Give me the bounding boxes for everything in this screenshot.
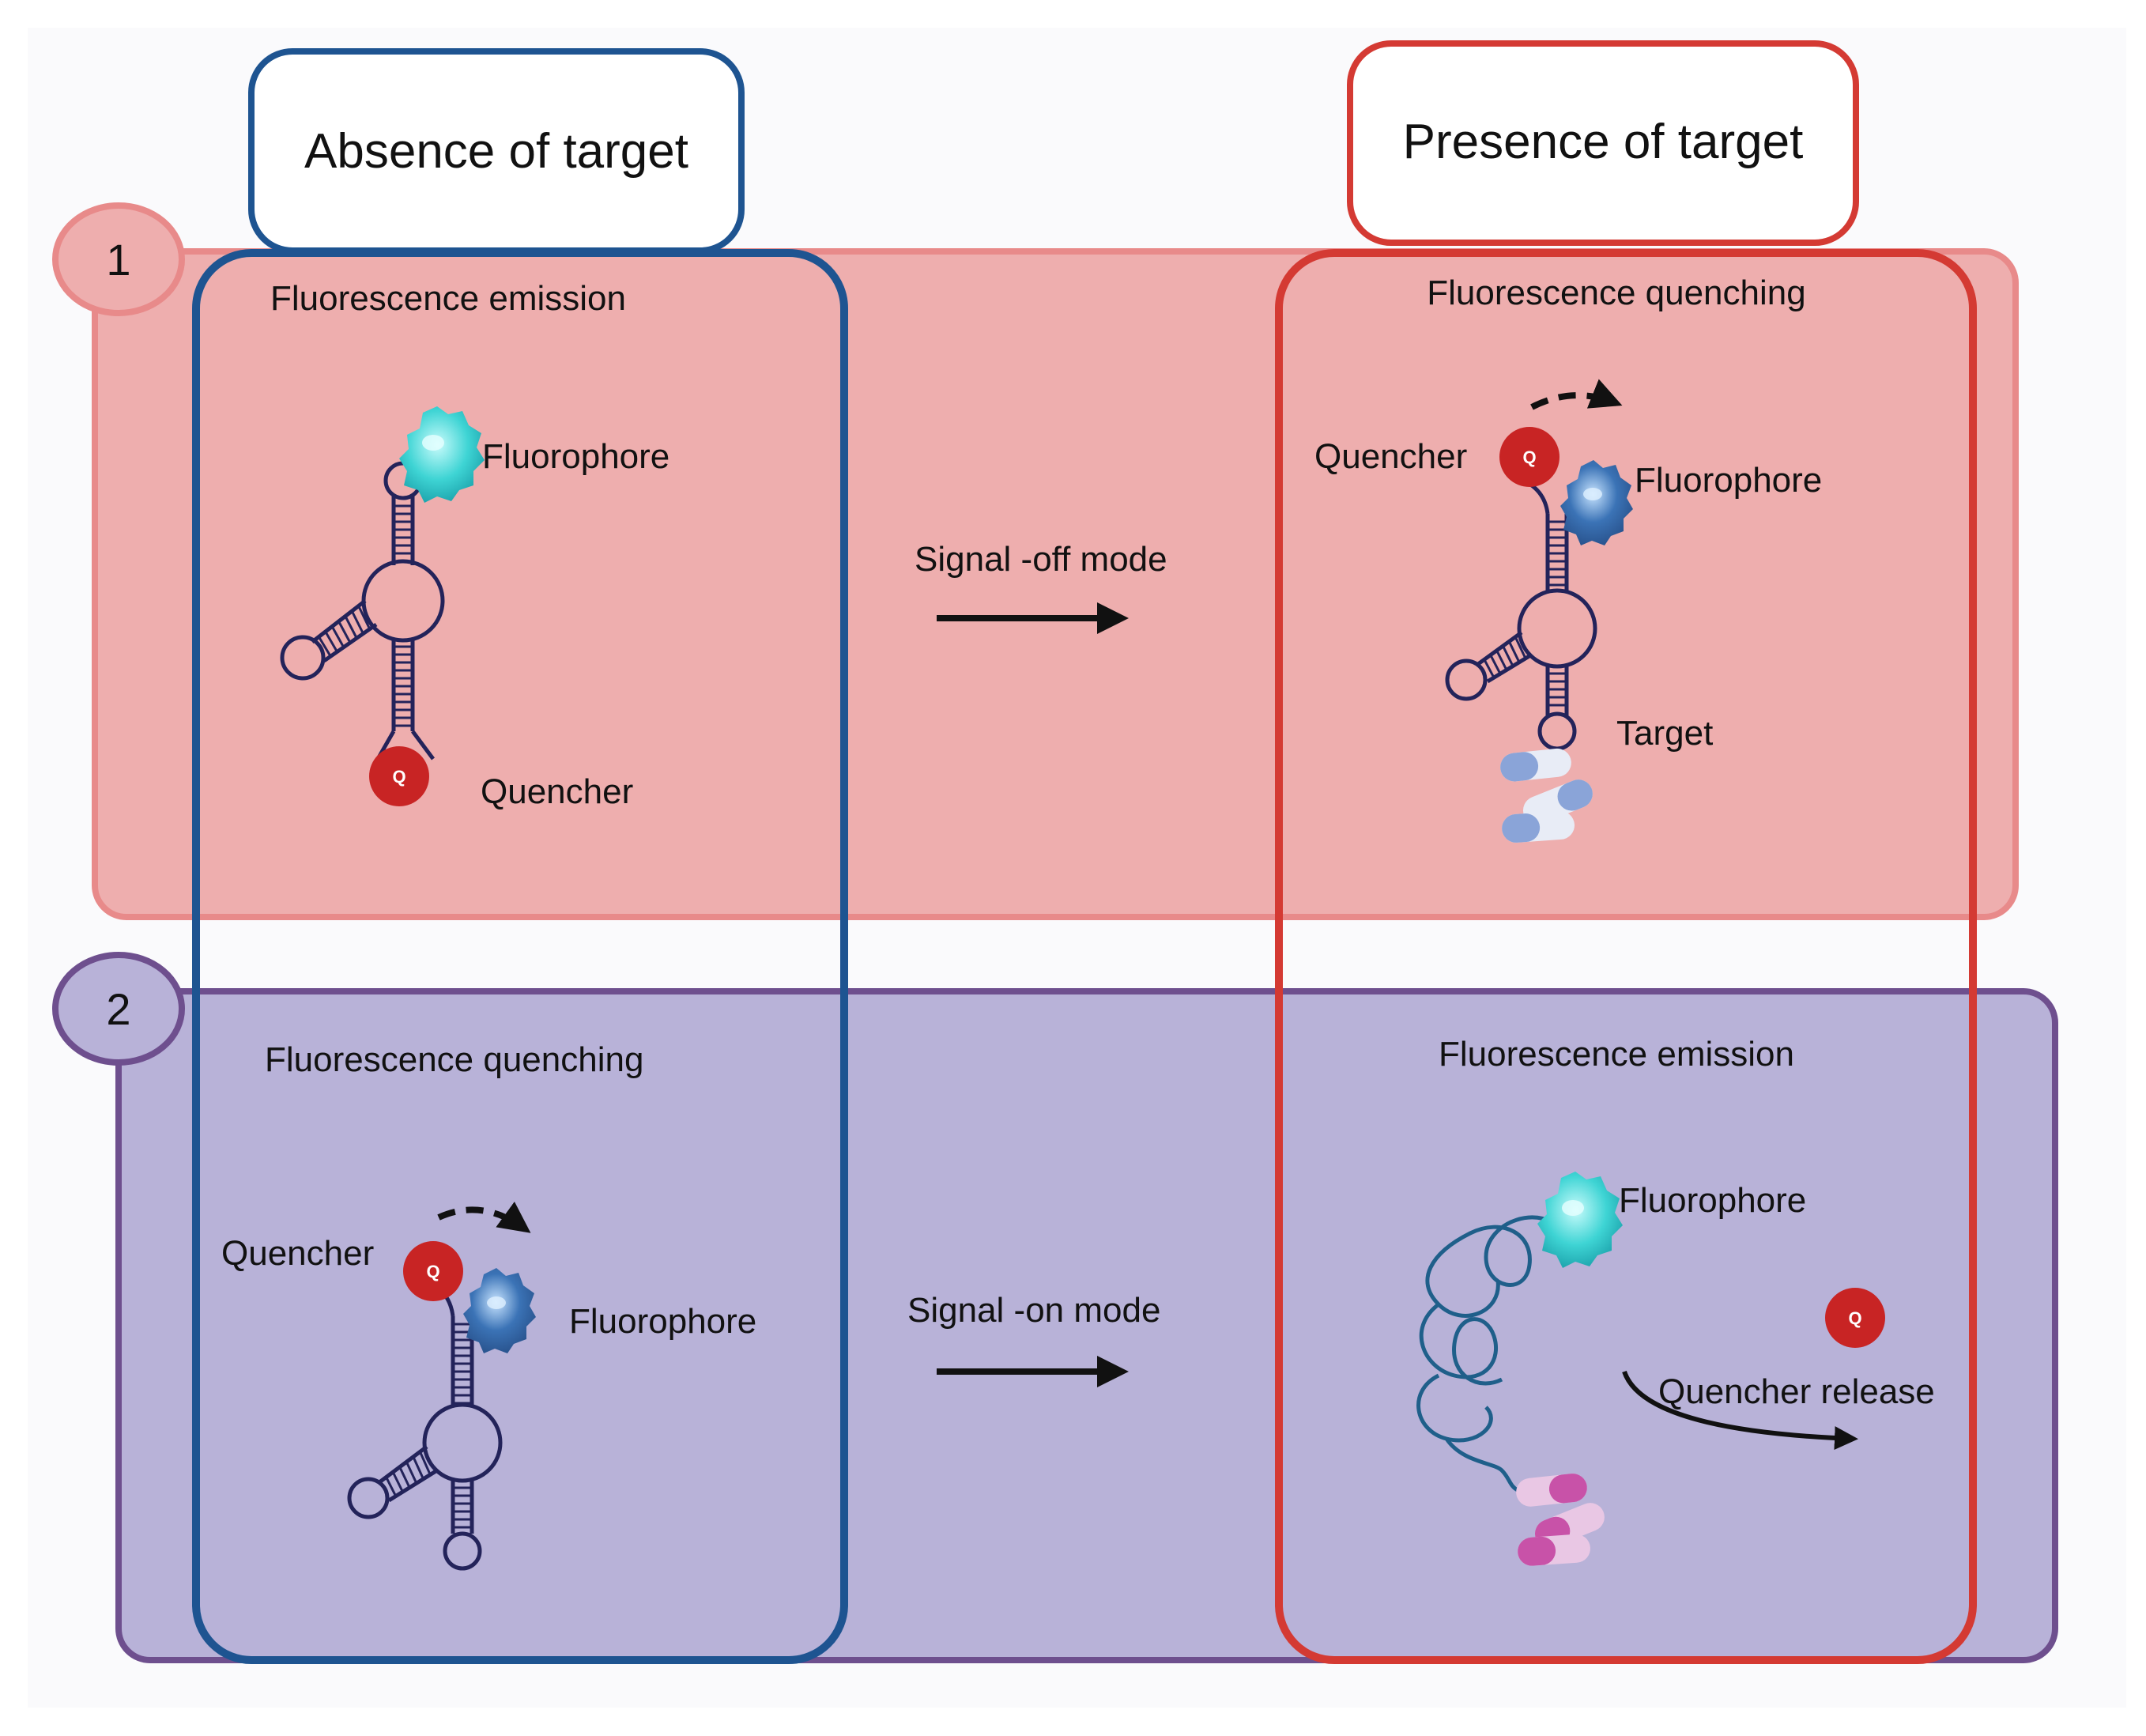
row1-right-title: Fluorescence quenching xyxy=(1427,274,1805,312)
row1-right-fluorophore-label: Fluorophore xyxy=(1635,461,1822,500)
absence-header-label: Absence of target xyxy=(304,124,688,179)
base-pair-rung xyxy=(412,1456,424,1480)
row2-left-title: Fluorescence quenching xyxy=(265,1040,643,1079)
base-pair-rung xyxy=(1495,650,1508,671)
quencher-icon: Q xyxy=(1825,1288,1885,1348)
row2-right-fluorophore-label: Fluorophore xyxy=(1619,1181,1806,1220)
row2-left-quencher-label: Quencher xyxy=(221,1234,374,1273)
row1-number: 1 xyxy=(106,235,130,285)
base-pair-rung xyxy=(344,615,358,639)
target-molecule-icon xyxy=(1500,748,1593,843)
row2-number-badge: 2 xyxy=(52,952,185,1066)
quencher-symbol: Q xyxy=(426,1262,439,1281)
base-pair-rung xyxy=(405,1461,418,1484)
quencher-symbol: Q xyxy=(392,767,405,787)
fluorophore-icon xyxy=(1560,460,1633,545)
quencher-icon: Q xyxy=(369,746,429,806)
rna-hairpin-icon xyxy=(280,461,445,760)
presence-column-frame xyxy=(1275,249,1977,1664)
presence-header-label: Presence of target xyxy=(1403,115,1804,169)
row2-left-fluorophore-label: Fluorophore xyxy=(569,1302,756,1341)
quencher-symbol: Q xyxy=(1522,447,1536,467)
curved-arrow-icon xyxy=(1622,1370,1858,1451)
unfolded-aptamer-icon xyxy=(1416,1215,1567,1493)
base-pair-rung xyxy=(419,1451,432,1476)
base-pair-rung xyxy=(338,621,352,643)
curved-arrow-icon xyxy=(1530,379,1623,410)
base-pair-rung xyxy=(324,631,338,653)
curved-arrow-icon xyxy=(437,1202,531,1233)
presence-header: Presence of target xyxy=(1347,40,1859,246)
row1-number-badge: 1 xyxy=(52,202,185,316)
target-molecule-icon xyxy=(1516,1474,1605,1566)
base-pair-rung xyxy=(385,1476,398,1497)
row1-mode-label: Signal -off mode xyxy=(915,540,1167,579)
absence-header: Absence of target xyxy=(248,48,745,254)
base-pair-rung xyxy=(391,1471,404,1493)
fluorophore-icon xyxy=(463,1268,536,1353)
quencher-icon: Q xyxy=(403,1241,463,1301)
base-pair-rung xyxy=(330,625,345,648)
base-pair-rung xyxy=(1507,640,1521,663)
row1-left-quencher-label: Quencher xyxy=(481,772,633,811)
row1-right-target-label: Target xyxy=(1616,714,1713,753)
base-pair-rung xyxy=(1502,645,1514,667)
rna-hairpin-icon xyxy=(347,1283,503,1571)
row2-mode-label: Signal -on mode xyxy=(907,1291,1160,1330)
rna-hairpin-icon xyxy=(1445,481,1597,751)
base-pair-rung xyxy=(1483,659,1495,678)
row1-right-quencher-label: Quencher xyxy=(1314,437,1467,476)
base-pair-rung xyxy=(1489,654,1502,674)
row2-number: 2 xyxy=(106,984,130,1034)
row1-left-title: Fluorescence emission xyxy=(270,279,626,318)
quencher-symbol: Q xyxy=(1848,1308,1861,1328)
fluorophore-icon xyxy=(1537,1172,1623,1268)
base-pair-rung xyxy=(350,610,364,635)
base-pair-rung xyxy=(357,605,371,630)
row1-panel xyxy=(92,248,2019,920)
base-pair-rung xyxy=(398,1466,411,1489)
row2-right-title: Fluorescence emission xyxy=(1439,1035,1794,1074)
row1-left-fluorophore-label: Fluorophore xyxy=(482,437,669,476)
row2-right-release-label: Quencher release xyxy=(1658,1372,1935,1411)
fluorophore-icon xyxy=(399,406,485,503)
base-pair-rung xyxy=(1514,636,1527,659)
quencher-icon: Q xyxy=(1499,427,1560,487)
base-pair-rung xyxy=(318,636,332,658)
